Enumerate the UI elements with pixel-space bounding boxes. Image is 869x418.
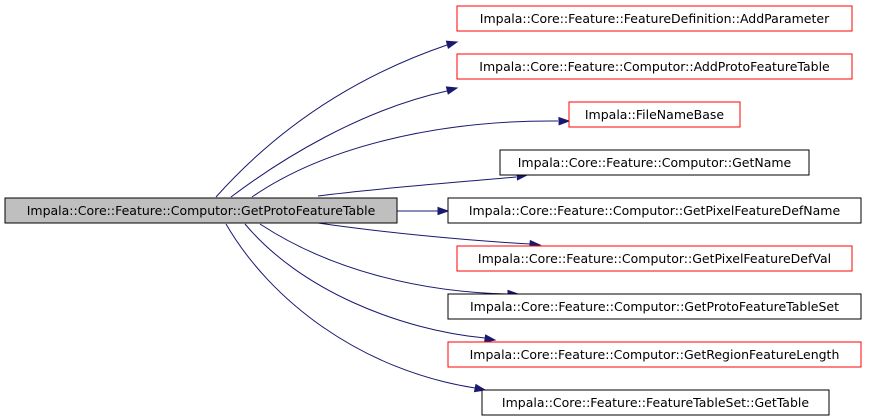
callee-node-1[interactable]: Impala::Core::Feature::FeatureDefinition… (456, 5, 853, 32)
callee-node-3[interactable]: Impala::FileNameBase (568, 101, 741, 128)
callee-node-box (447, 293, 862, 320)
callee-node-9[interactable]: Impala::Core::Feature::FeatureTableSet::… (481, 389, 830, 416)
callee-node-label: Impala::FileNameBase (585, 107, 725, 122)
call-edge-3 (251, 120, 559, 198)
callee-node-5[interactable]: Impala::Core::Feature::Computor::GetPixe… (447, 197, 862, 224)
callee-node-box (481, 389, 830, 416)
callee-node-2[interactable]: Impala::Core::Feature::Computor::AddProt… (456, 53, 853, 80)
callee-node-label: Impala::Core::Feature::Computor::GetProt… (470, 299, 839, 314)
callee-node-label: Impala::Core::Feature::Computor::GetName (518, 155, 792, 170)
edge-arrowhead-8 (484, 334, 497, 343)
call-edge-7 (259, 223, 508, 295)
edge-arrowhead-2 (445, 86, 459, 95)
callee-node-box (447, 341, 862, 368)
callee-node-label: Impala::Core::Feature::Computor::GetPixe… (469, 203, 841, 218)
callee-node-box (499, 149, 810, 176)
callee-node-box (456, 245, 853, 272)
edge-arrowhead-1 (445, 40, 459, 50)
callee-node-label: Impala::Core::Feature::FeatureTableSet::… (502, 395, 809, 410)
callee-node-box (447, 197, 862, 224)
root-node: Impala::Core::Feature::Computor::GetProt… (4, 197, 398, 224)
call-edge-2 (230, 90, 448, 198)
callee-node-label: Impala::Core::Feature::Computor::GetRegi… (470, 347, 840, 362)
callee-node-8[interactable]: Impala::Core::Feature::Computor::GetRegi… (447, 341, 862, 368)
root-node-box (4, 197, 398, 224)
call-edge-8 (244, 223, 486, 339)
root-node-label: Impala::Core::Feature::Computor::GetProt… (27, 203, 376, 218)
callee-node-box (456, 5, 853, 32)
call-edge-4 (317, 176, 517, 197)
callee-node-6[interactable]: Impala::Core::Feature::Computor::GetPixe… (456, 245, 853, 272)
callee-node-4[interactable]: Impala::Core::Feature::Computor::GetName (499, 149, 810, 176)
callee-node-box (568, 101, 741, 128)
edge-arrowhead-5 (437, 206, 450, 216)
graph-nodes: Impala::Core::Feature::Computor::GetProt… (4, 5, 862, 416)
callee-node-box (456, 53, 853, 80)
callee-node-label: Impala::Core::Feature::Computor::AddProt… (479, 59, 830, 74)
edge-arrowhead-3 (558, 116, 571, 126)
call-edge-6 (317, 222, 531, 245)
call-edge-1 (215, 44, 448, 198)
call-edge-9 (225, 223, 476, 389)
callee-node-7[interactable]: Impala::Core::Feature::Computor::GetProt… (447, 293, 862, 320)
callee-node-label: Impala::Core::Feature::Computor::GetPixe… (478, 251, 831, 266)
callee-node-label: Impala::Core::Feature::FeatureDefinition… (480, 11, 830, 26)
